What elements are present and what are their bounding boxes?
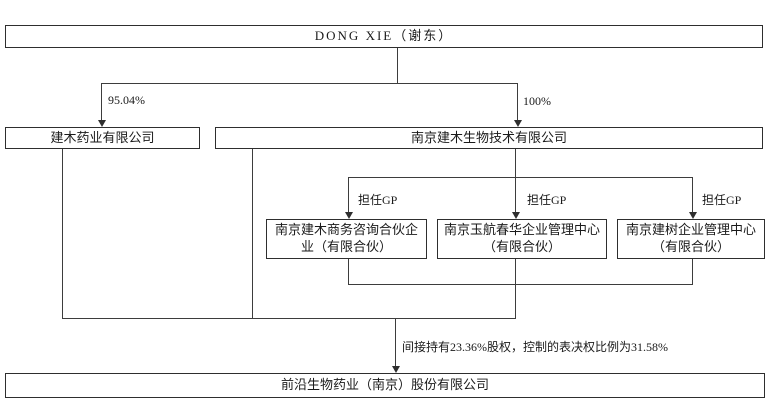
entity-label-jianmu-pharma: 建木药业有限公司 — [50, 129, 155, 145]
connector-right-branch — [517, 83, 518, 121]
connector-left-entity-drop — [62, 149, 63, 318]
connector-gp2-drop — [515, 259, 516, 318]
connector-gp-branch-3 — [692, 177, 693, 214]
indirect-holding-note: 间接持有23.36%股权，控制的表决权比例为31.58% — [402, 340, 668, 354]
arrow-down-icon — [689, 212, 697, 219]
entity-label-gp-3: 南京建树企业管理中心（有限合伙） — [625, 222, 756, 254]
arrow-down-icon — [512, 212, 520, 219]
arrow-down-icon — [98, 120, 106, 127]
entity-label-nanjing-jianmu-bio: 南京建木生物技术有限公司 — [410, 129, 567, 145]
ownership-label-right: 100% — [523, 94, 551, 108]
arrow-down-icon — [514, 120, 522, 127]
entity-label-gp-1: 南京建木商务咨询合伙企业（有限合伙） — [274, 222, 418, 254]
connector-top-stem — [397, 48, 398, 83]
entity-label-dong-xie: DONG XIE（谢东） — [314, 28, 454, 44]
entity-box-nanjing-jianmu-bio: 南京建木生物技术有限公司 — [215, 127, 763, 149]
arrow-down-icon — [345, 212, 353, 219]
connector-gp3-drop — [692, 259, 693, 284]
gp-role-label-1: 担任GP — [358, 193, 398, 207]
connector-gp-branch-1 — [348, 177, 349, 214]
entity-box-dong-xie: DONG XIE（谢东） — [5, 25, 763, 48]
entity-label-gp-2: 南京玉航春华企业管理中心（有限合伙） — [443, 222, 600, 254]
entity-box-jianmu-pharma: 建木药业有限公司 — [5, 127, 200, 149]
gp-role-label-3: 担任GP — [702, 193, 742, 207]
connector-gp-stem — [515, 149, 516, 177]
connector-left-branch — [101, 83, 102, 121]
entity-label-frontier-bio: 前沿生物药业（南京）股份有限公司 — [280, 377, 489, 393]
arrow-down-icon — [392, 366, 400, 373]
entity-box-frontier-bio: 前沿生物药业（南京）股份有限公司 — [5, 373, 765, 398]
connector-bottom-stem — [395, 318, 396, 366]
connector-right-entity-drop — [252, 149, 253, 318]
gp-role-label-2: 担任GP — [527, 193, 567, 207]
entity-box-gp-1: 南京建木商务咨询合伙企业（有限合伙） — [266, 219, 427, 259]
connector-gp-split — [348, 177, 692, 178]
connector-top-split — [101, 83, 517, 84]
connector-gp-merge-rail — [348, 284, 693, 285]
connector-gp1-drop — [348, 259, 349, 284]
entity-box-gp-2: 南京玉航春华企业管理中心（有限合伙） — [437, 219, 607, 259]
ownership-label-left: 95.04% — [108, 93, 145, 107]
connector-bottom-merge-rail — [62, 318, 516, 319]
connector-gp-branch-2 — [515, 177, 516, 214]
entity-box-gp-3: 南京建树企业管理中心（有限合伙） — [617, 219, 765, 259]
